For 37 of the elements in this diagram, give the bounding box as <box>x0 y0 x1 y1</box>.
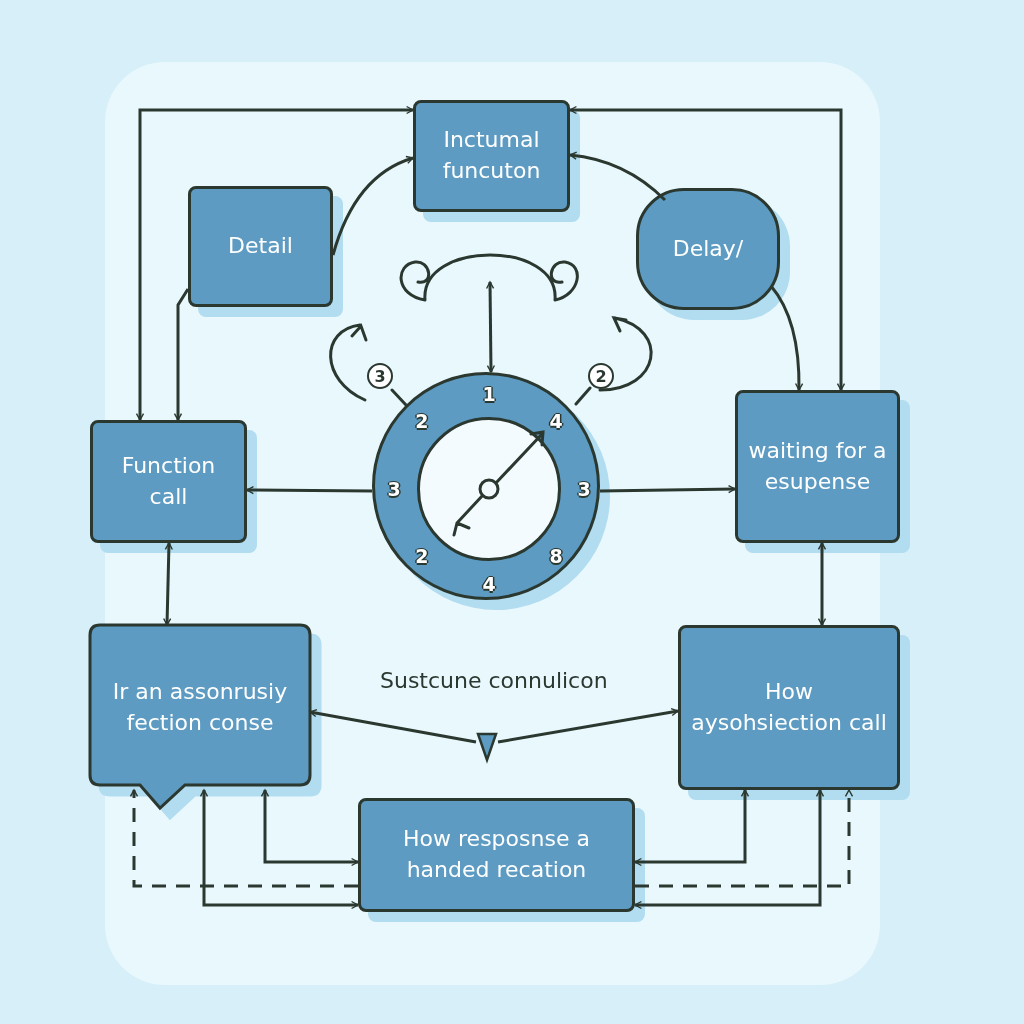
arrow <box>309 709 477 744</box>
arrow <box>129 789 358 888</box>
arrow <box>569 151 667 202</box>
node-text: How resposnse a handed recation <box>402 825 591 884</box>
node-text: waiting for a esupense <box>748 436 887 496</box>
dial-number: 8 <box>548 543 564 569</box>
dial-number: 4 <box>481 571 497 597</box>
arrow <box>569 105 846 391</box>
arrow <box>173 288 190 421</box>
arrow <box>246 485 372 495</box>
node-text: Inctumal funcuton <box>441 126 542 185</box>
arrow <box>497 707 679 744</box>
node-text: Detail <box>228 232 293 261</box>
dial-number: 1 <box>481 381 497 407</box>
arrow <box>260 789 359 867</box>
arrow <box>634 789 825 910</box>
node-text: Function call <box>120 451 217 511</box>
arrow <box>485 281 496 373</box>
arrow <box>599 484 736 494</box>
node-text: How aysohsiection call <box>691 677 887 737</box>
annotation-text: Sustcune connulicon <box>380 668 608 693</box>
arrow <box>769 285 804 391</box>
dial-number: 2 <box>414 543 430 569</box>
triangle-marker <box>476 732 498 762</box>
dial-number: 3 <box>386 476 402 502</box>
dial-number: 2 <box>414 409 430 435</box>
dial-number: 3 <box>576 476 592 502</box>
arrow <box>635 789 854 888</box>
node-text: Delay/ <box>672 234 744 263</box>
node-text: Ir an assonrusiy fection conse <box>111 677 289 737</box>
arrow <box>817 542 827 626</box>
arrow <box>135 105 414 421</box>
dial-number: 4 <box>548 409 564 435</box>
arrow <box>634 789 750 867</box>
arrow <box>199 789 359 910</box>
arrow <box>331 156 414 256</box>
arrow <box>162 542 174 626</box>
